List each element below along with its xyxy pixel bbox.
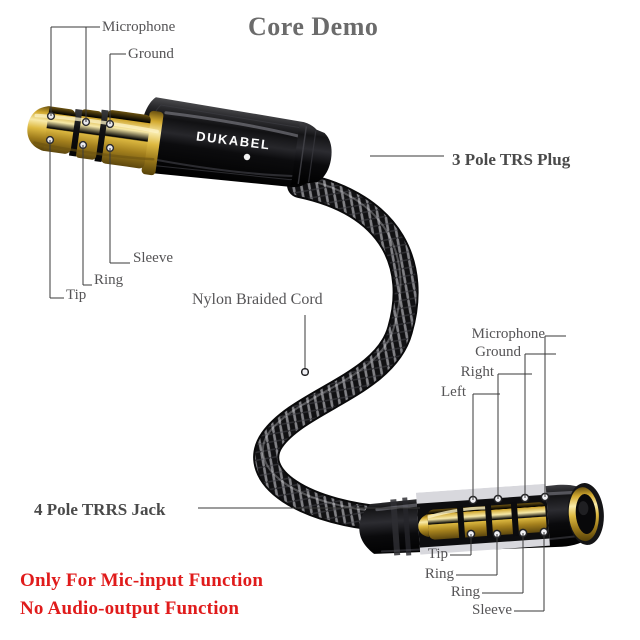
jack-label-sleeve: Sleeve (472, 602, 512, 618)
plug-label-ring: Ring (94, 272, 124, 288)
jack-label-ground: Ground (475, 344, 521, 360)
callout-trrs-jack: 4 Pole TRRS Jack (34, 500, 166, 519)
jack-label-left: Left (441, 384, 466, 400)
warning-no-audio-output: No Audio-output Function (20, 598, 240, 619)
brand-dot-icon (243, 153, 251, 161)
plug-label-tip: Tip (66, 287, 87, 303)
warning-mic-input-only: Only For Mic-input Function (20, 570, 264, 591)
jack-label-microphone: Microphone (471, 326, 545, 342)
nylon-braided-cord (253, 172, 419, 533)
leader-lines (49, 26, 566, 612)
jack-label-ring-1: Ring (424, 566, 454, 582)
plug-label-microphone: Microphone (102, 19, 176, 35)
trs-plug-body (27, 97, 332, 188)
plug-label-sleeve: Sleeve (133, 250, 173, 266)
callout-nylon-cord: Nylon Braided Cord (192, 291, 323, 308)
callout-trs-plug: 3 Pole TRS Plug (452, 150, 571, 169)
jack-label-tip: Tip (427, 546, 448, 562)
plug-label-ground: Ground (128, 46, 174, 62)
page-title: Core Demo (248, 12, 379, 41)
jack-label-ring-2: Ring (450, 584, 480, 600)
trrs-jack-body (359, 483, 604, 556)
jack-label-right: Right (460, 364, 494, 380)
